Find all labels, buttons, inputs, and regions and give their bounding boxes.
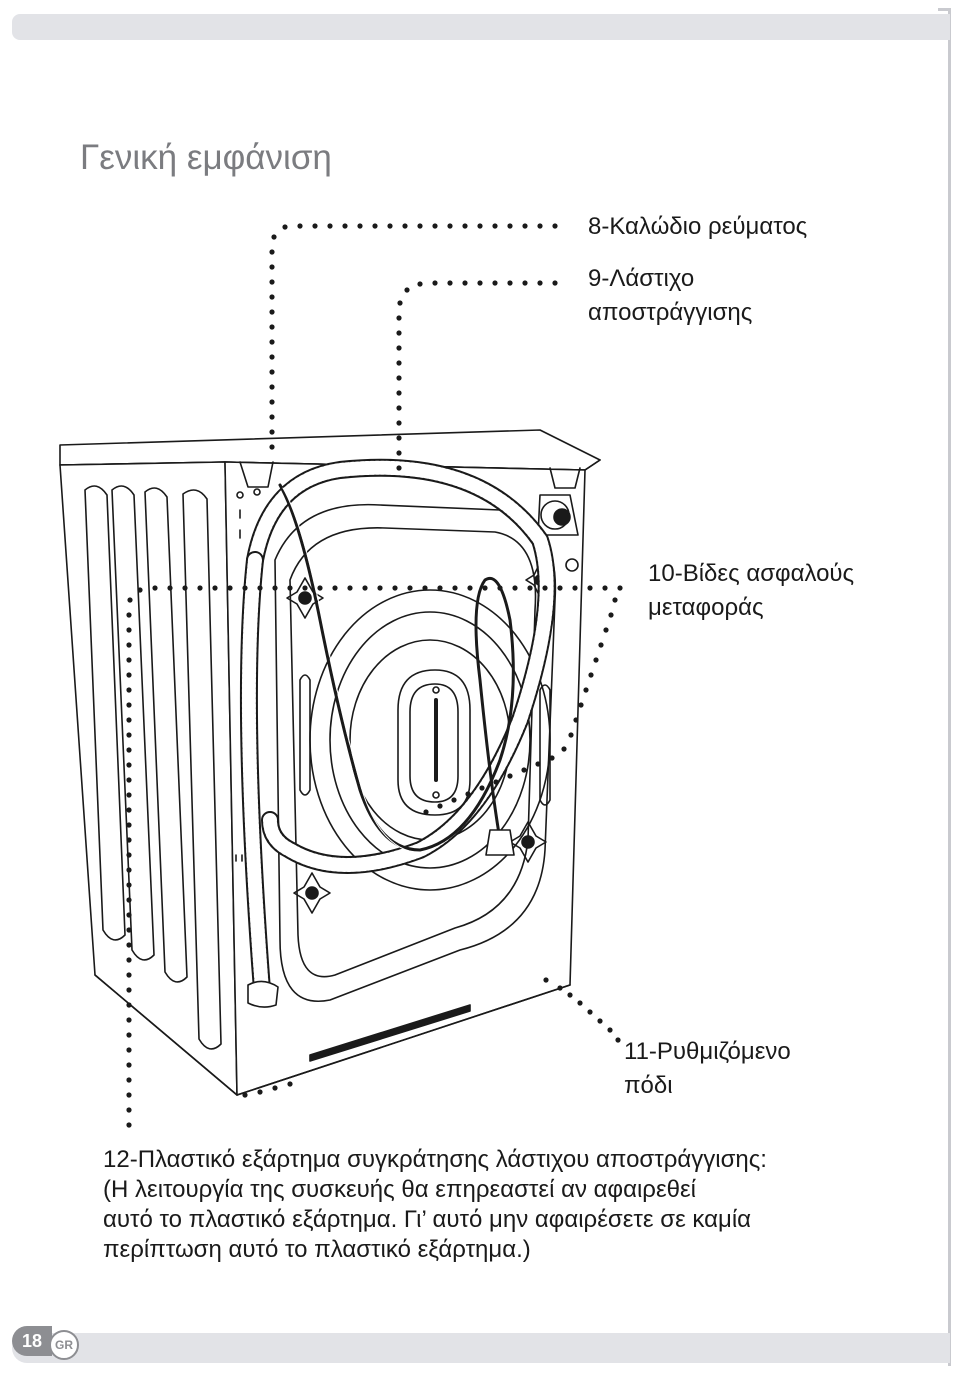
leader-adjustable-foot [242,977,621,1098]
page-title: Γενική εμφάνιση [80,138,332,177]
language-badge: GR [49,1330,79,1360]
note-line-1: 12-Πλαστικό εξάρτημα συγκράτησης λάστιχο… [103,1146,767,1173]
frame-edge-right [948,8,951,1366]
page-number: 18 [12,1326,52,1356]
leader-transport-bolts [126,585,623,815]
footer-bar [12,1333,950,1363]
callout-adjustable-foot-line2: πόδι [624,1072,673,1099]
frame-corner-top [938,8,951,11]
callout-power-cable: 8-Καλώδιο ρεύματος [588,213,808,240]
callout-drain-hose-line1: 9-Λάστιχο [588,265,695,292]
note-line-2: (Η λειτουργία της συσκευής θα επηρεαστεί… [103,1176,697,1203]
callout-transport-bolts-line1: 10-Βίδες ασφαλούς [648,560,855,587]
leader-drain-holder [126,672,132,1128]
callout-transport-bolts-line2: μεταφοράς [648,594,764,621]
header-bar [12,14,950,40]
drain-holder-note: 12-Πλαστικό εξάρτημα συγκράτησης λάστιχο… [103,1145,923,1265]
leader-drain-hose [396,280,558,471]
note-line-4: περίπτωση αυτό το πλαστικό εξάρτημα.) [103,1236,531,1263]
note-line-3: αυτό το πλαστικό εξάρτημα. Γι’ αυτό μην … [103,1206,752,1233]
callout-adjustable-foot-line1: 11-Ρυθμιζόμενο [624,1038,791,1065]
leader-power-cable [269,223,558,450]
callout-drain-hose-line2: αποστράγγισης [588,299,753,326]
